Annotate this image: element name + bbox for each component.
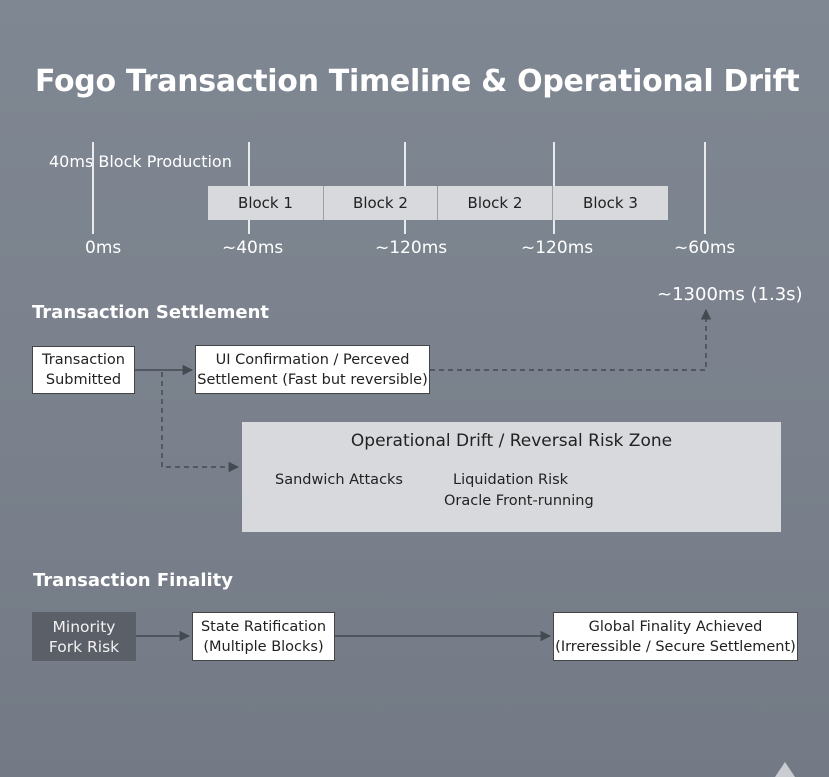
box-line: Fork Risk	[48, 637, 120, 656]
box-line: Global Finality Achieved	[588, 618, 763, 635]
risk-item: Sandwich Attacks	[275, 472, 403, 488]
ui-confirmation-box: UI Confirmation / Perceved Settlement (F…	[195, 345, 430, 394]
section-heading-settlement: Transaction Settlement	[32, 302, 270, 323]
tick-label: ~120ms	[521, 238, 594, 258]
section-heading-finality: Transaction Finality	[33, 570, 233, 591]
box-line: Settlement (Fast but reversible)	[197, 371, 428, 388]
arrow-to-final-time	[430, 308, 712, 371]
box-line: Submitted	[45, 372, 122, 388]
tick-label: ~120ms	[375, 238, 448, 258]
block-segment: Block 2	[438, 186, 553, 220]
timeline-label: 40ms Block Production	[49, 152, 232, 171]
timeline-marker	[704, 142, 706, 234]
block-segment: Block 2	[324, 186, 438, 220]
risk-item: Oracle Front-running	[444, 493, 594, 509]
corner-triangle-icon	[775, 762, 795, 777]
transaction-submitted-box: Transaction Submitted	[32, 346, 135, 394]
page-title: Fogo Transaction Timeline & Operational …	[35, 64, 800, 99]
box-line: Transaction	[42, 352, 125, 368]
tick-label: 0ms	[85, 238, 122, 258]
risk-zone-title: Operational Drift / Reversal Risk Zone	[350, 431, 673, 451]
global-finality-box: Global Finality Achieved (Irreressible /…	[553, 612, 798, 661]
arrow-to-risk-zone	[161, 372, 240, 473]
box-line: UI Confirmation / Perceved	[215, 351, 410, 368]
final-time-label: ~1300ms (1.3s)	[657, 284, 803, 305]
timeline-marker	[92, 142, 94, 234]
risk-item: Liquidation Risk	[453, 472, 569, 488]
minority-fork-risk-box: Minority Fork Risk	[32, 612, 136, 661]
state-ratification-box: State Ratification (Multiple Blocks)	[192, 612, 335, 661]
box-line: Minority	[52, 617, 116, 636]
box-line: (Irreressible / Secure Settlement)	[555, 638, 796, 655]
box-line: (Multiple Blocks)	[203, 638, 324, 655]
block-segment: Block 1	[208, 186, 324, 220]
tick-label: ~60ms	[674, 238, 736, 258]
box-line: State Ratification	[200, 618, 327, 635]
block-segment: Block 3	[553, 186, 668, 220]
risk-zone-panel: Operational Drift / Reversal Risk Zone S…	[242, 422, 781, 532]
tick-label: ~40ms	[222, 238, 284, 258]
